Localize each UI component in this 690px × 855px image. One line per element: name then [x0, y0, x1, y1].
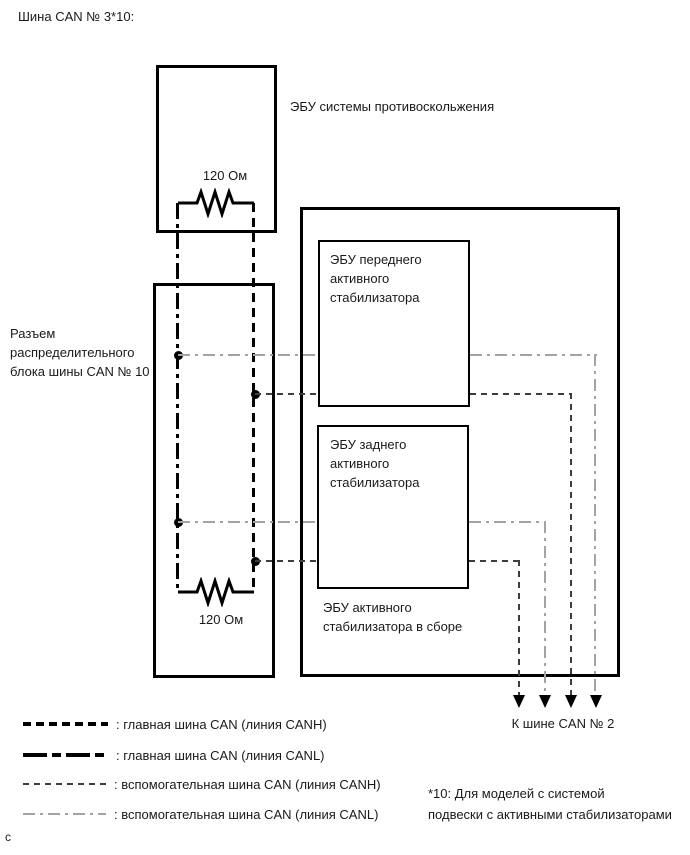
aux-canl-rear-line: [469, 521, 546, 523]
junction-block-label: Разъем распределительного блока шины CAN…: [10, 326, 150, 379]
legend-row-main-canl: : главная шина CAN (линия CANL): [23, 747, 325, 763]
junction-block-box: [153, 283, 275, 678]
legend-label: : вспомогательная шина CAN (линия CANH): [114, 776, 381, 792]
legend-row-aux-canl: : вспомогательная шина CAN (линия CANL): [23, 806, 378, 822]
arrow-down-icon: [590, 695, 602, 708]
aux-canl-rear-line: [178, 521, 317, 523]
page-marker: с: [5, 830, 11, 844]
main-canl-line-sample-icon: [23, 753, 108, 757]
aux-canl-rear-line: [544, 521, 546, 695]
legend-label: : главная шина CAN (линия CANH): [116, 716, 327, 732]
stabilizer-assembly-box: [300, 207, 620, 677]
arrow-down-icon: [513, 695, 525, 708]
footnote: *10: Для моделей с системой подвески с а…: [428, 786, 672, 822]
main-canh-line-sample-icon: [23, 722, 108, 726]
can2-arrows-label: К шине CAN № 2: [511, 716, 615, 731]
aux-canh-front-line: [255, 393, 318, 395]
legend-label: : главная шина CAN (линия CANL): [116, 747, 325, 763]
legend-row-main-canh: : главная шина CAN (линия CANH): [23, 716, 327, 732]
rear-stabilizer-ecu-box: [317, 425, 469, 589]
aux-canl-front-line: [470, 354, 597, 356]
rear-stabilizer-ecu-label: ЭБУ заднего активного стабилизатора: [330, 437, 420, 490]
legend-row-aux-canh: : вспомогательная шина CAN (линия CANH): [23, 776, 381, 792]
resistor-icon: [178, 188, 254, 218]
arrow-down-icon: [565, 695, 577, 708]
aux-canl-front-line: [178, 354, 318, 356]
top-resistor-value: 120 Ом: [202, 168, 248, 183]
aux-canh-line-sample-icon: [23, 783, 106, 785]
legend-label: : вспомогательная шина CAN (линия CANL): [114, 806, 379, 822]
front-stabilizer-ecu-box: [318, 240, 470, 407]
bottom-resistor-value: 120 Ом: [198, 612, 244, 627]
abs-ecu-label: ЭБУ системы противоскольжения: [290, 99, 495, 114]
aux-canh-rear-line: [255, 560, 317, 562]
front-stabilizer-ecu-label: ЭБУ переднего активного стабилизатора: [330, 252, 422, 305]
diagram-title: Шина CAN № 3*10:: [18, 9, 135, 24]
resistor-icon: [178, 577, 254, 607]
aux-canh-front-line: [570, 393, 572, 695]
aux-canh-rear-line: [518, 560, 520, 695]
aux-canl-front-line: [594, 354, 596, 695]
aux-canh-rear-line: [469, 560, 520, 562]
aux-canl-line-sample-icon: [23, 813, 106, 815]
abs-ecu-box: [156, 65, 277, 233]
main-canl-bus-line: [176, 203, 179, 592]
arrow-down-icon: [539, 695, 551, 708]
stabilizer-assembly-label: ЭБУ активного стабилизатора в сборе: [323, 600, 463, 634]
aux-canh-front-line: [470, 393, 572, 395]
